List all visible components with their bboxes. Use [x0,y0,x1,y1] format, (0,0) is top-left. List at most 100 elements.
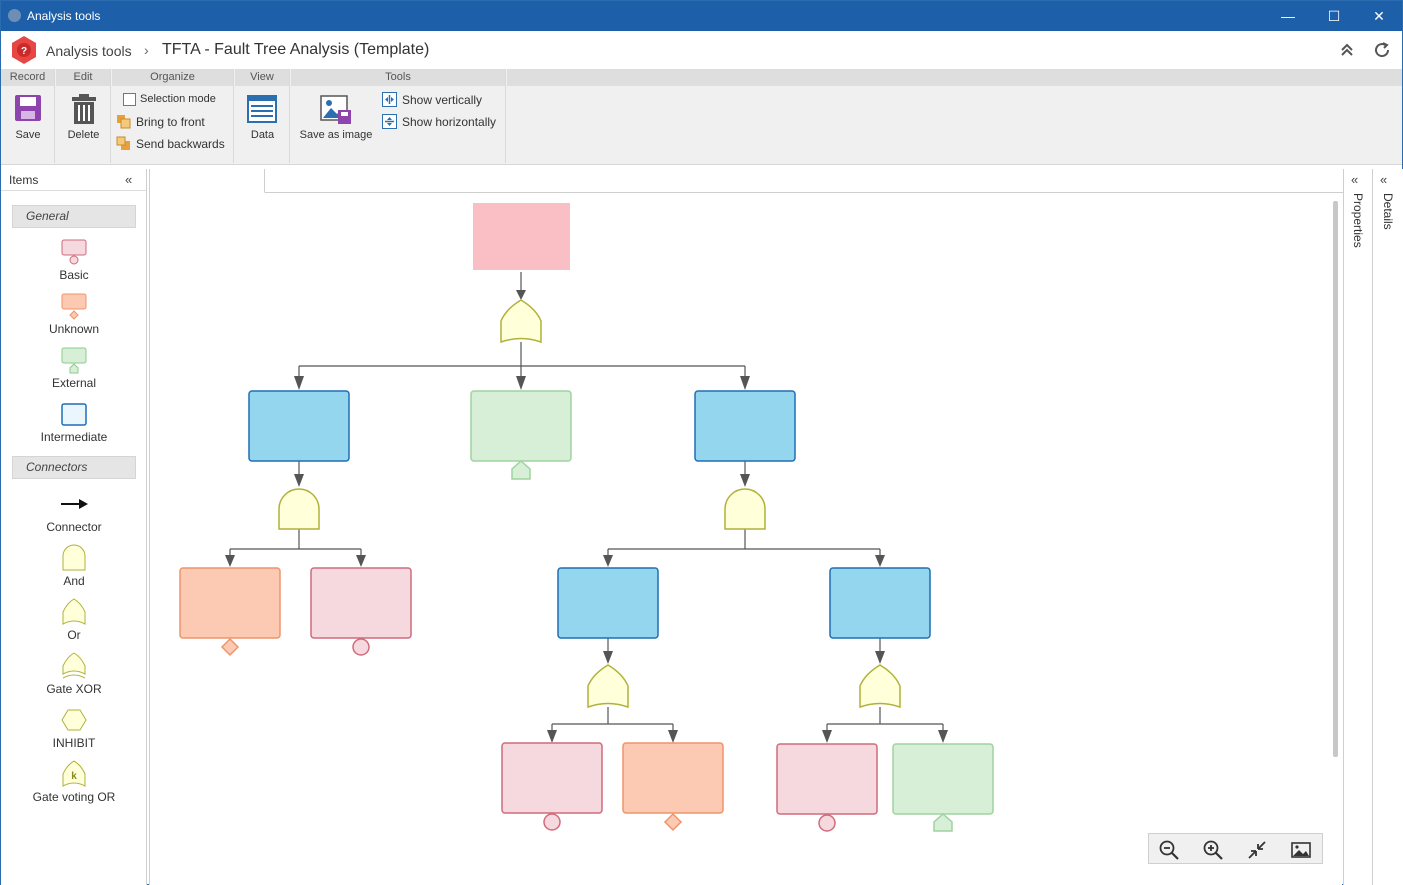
intermediate-event-node[interactable] [829,567,931,639]
and-gate-node[interactable] [724,488,766,530]
ribbon-group-title: Organize [112,69,233,86]
zoom-toolbar [1148,833,1323,864]
palette-item-xor[interactable]: Gate XOR [1,652,147,700]
external-event-marker-icon [511,459,531,480]
items-panel-title: Items [9,173,39,187]
undeveloped-event-node[interactable] [622,742,724,814]
palette-item-or[interactable]: Or [1,598,147,646]
show-vertically-label: Show vertically [402,93,483,107]
intermediate-event-node[interactable] [557,567,659,639]
general-section-header[interactable]: General [12,205,136,228]
arrowhead [225,555,235,567]
send-backwards-button[interactable]: Send backwards [116,135,231,153]
palette-item-external[interactable]: External [1,347,147,395]
intermediate-event-node[interactable] [694,390,796,462]
delete-button[interactable]: Delete [60,91,107,143]
intermediate-event-node[interactable] [248,390,350,462]
and-gate-node[interactable] [278,488,320,530]
connectors-section-header[interactable]: Connectors [12,456,136,479]
zoom-out-icon[interactable] [1158,839,1180,861]
properties-panel-title[interactable]: Properties [1351,193,1365,248]
basic-event-node[interactable] [310,567,412,639]
show-horizontally-label: Show horizontally [402,115,497,129]
show-horizontally-button[interactable]: Show horizontally [382,113,502,131]
fit-to-screen-icon[interactable] [1246,839,1268,861]
undeveloped-event-node[interactable] [179,567,281,639]
arrow-right-icon [61,499,88,509]
export-image-icon[interactable] [1290,839,1312,861]
ribbon-group-record: Record Save [1,69,55,163]
vertical-scrollbar[interactable] [1333,201,1338,757]
arrowhead [294,376,304,390]
arrowhead [668,730,678,743]
arrowhead [516,376,526,390]
palette-item-basic[interactable]: Basic [1,239,147,287]
collapse-up-icon[interactable] [1337,40,1357,60]
close-button[interactable]: ✕ [1373,8,1385,24]
selection-mode-checkbox[interactable]: Selection mode [122,91,232,109]
palette-item-label: Or [67,628,81,642]
save-label: Save [15,129,41,141]
palette-item-label: Basic [59,268,89,282]
breadcrumb-root[interactable]: Analysis tools [46,43,132,59]
data-button[interactable]: Data [239,91,286,143]
external-event-node[interactable] [892,743,994,815]
expand-details-icon[interactable]: « [1380,172,1388,187]
arrowhead [516,290,526,300]
external-event-node[interactable] [470,390,572,462]
bring-to-front-icon [117,115,131,129]
page-header: ? Analysis tools › TFTA - Fault Tree Ana… [1,31,1402,69]
intermediate-event-icon [61,403,87,426]
zoom-in-icon[interactable] [1202,839,1224,861]
palette-item-unknown[interactable]: Unknown [1,293,147,341]
palette-item-connector[interactable]: Connector [1,490,147,538]
diagram-canvas[interactable] [149,169,1343,885]
ribbon-group-tools: Tools Save as image Show vertically [291,69,506,163]
fault-tree-diagram[interactable] [150,169,1330,869]
breadcrumb-separator: › [144,42,149,58]
minimize-button[interactable]: — [1281,8,1295,24]
basic-event-node[interactable] [776,743,878,815]
palette-item-label: Unknown [48,322,100,336]
details-panel[interactable]: Details « Details [1372,169,1403,885]
or-gate-node[interactable] [859,664,901,709]
undeveloped-marker-icon [663,812,683,832]
bring-to-front-button[interactable]: Bring to front [116,113,231,131]
palette-item-label: Gate voting OR [32,790,116,804]
save-button[interactable]: Save [5,91,51,143]
svg-text:?: ? [21,46,27,57]
arrowhead [740,474,750,487]
basic-event-node[interactable] [501,742,603,814]
properties-panel[interactable]: « Properties [1343,169,1372,885]
vertical-layout-icon [382,92,397,107]
palette-item-voting-or[interactable]: k Gate voting OR [1,760,147,808]
canvas-tab-line [265,192,1343,193]
expand-properties-icon[interactable]: « [1351,172,1359,187]
palette-item-and[interactable]: And [1,544,147,592]
palette-item-intermediate[interactable]: Intermediate [1,401,147,449]
basic-event-marker-icon [543,813,561,831]
palette-item-label: Gate XOR [46,682,102,696]
show-vertically-button[interactable]: Show vertically [382,91,502,109]
connector-lines [225,272,948,743]
arrowhead [547,730,557,743]
page-title: TFTA - Fault Tree Analysis (Template) [162,41,430,58]
or-gate-node[interactable] [587,664,629,709]
ribbon-group-organize: Organize Selection mode Bring to front S… [112,69,234,163]
ribbon-title-strip [507,69,1402,86]
top-event-node[interactable] [473,203,570,270]
or-gate-node[interactable] [500,299,542,344]
or-gate-icon [62,598,86,625]
details-panel-title[interactable]: Details [1381,193,1395,230]
ribbon-group-title: Edit [56,69,110,86]
palette-item-inhibit[interactable]: INHIBIT [1,706,147,754]
save-as-image-button[interactable]: Save as image [295,91,377,143]
refresh-icon[interactable] [1372,40,1392,60]
ribbon-toolbar: Record Save Edit [1,69,1402,165]
collapse-items-panel-icon[interactable]: « [125,172,133,187]
maximize-button[interactable]: ☐ [1327,8,1341,24]
app-icon [8,9,21,22]
save-icon [15,95,41,121]
canvas-tab[interactable] [150,169,265,193]
